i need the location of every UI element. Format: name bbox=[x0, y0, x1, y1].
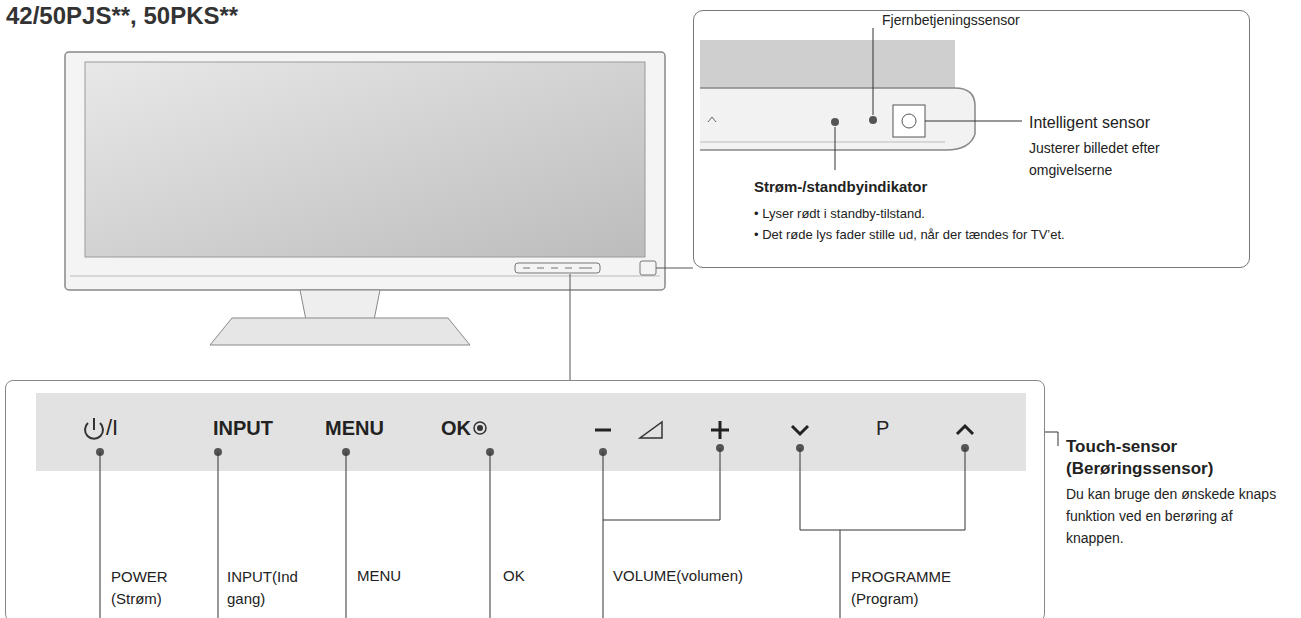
touch-button-strip: /I INPUT MENU OK P bbox=[36, 393, 1026, 471]
node-text: /I bbox=[106, 413, 118, 442]
leader-line bbox=[800, 448, 965, 530]
leader-line bbox=[603, 448, 720, 520]
node-text: Strøm-/standbyindikator bbox=[754, 177, 927, 197]
node-text: INPUT bbox=[213, 415, 273, 441]
zoom-screen bbox=[700, 40, 955, 88]
node-text: PROGRAMME (Program) bbox=[851, 566, 963, 610]
touch-sensor-note: Du kan bruge den ønskede knaps funktion … bbox=[1066, 483, 1292, 549]
chevron-up bbox=[957, 426, 973, 434]
node-text: • Lyser rødt i standby-tilstand. bbox=[754, 205, 925, 222]
leader-line bbox=[490, 452, 491, 618]
leader-line bbox=[840, 530, 841, 618]
leader-line bbox=[1045, 432, 1058, 446]
plus-symbol bbox=[719, 421, 722, 439]
leader-line bbox=[603, 452, 604, 618]
title: 42/50PJS**, 50PKS** bbox=[6, 2, 238, 30]
zoom-mark bbox=[708, 117, 716, 122]
volume-symbol bbox=[640, 422, 662, 438]
intelligent-sensor-lens bbox=[902, 114, 916, 128]
touch-sensor-heading: Touch-sensor (Berøringssensor) bbox=[1066, 436, 1236, 480]
button-leaders bbox=[100, 432, 1058, 618]
zoom-bezel bbox=[700, 88, 975, 150]
tv-bezel bbox=[65, 52, 665, 290]
node-text: Justerer billedet efter omgivelserne bbox=[1029, 137, 1207, 181]
mark bbox=[523, 268, 530, 269]
power-symbol bbox=[93, 418, 95, 430]
indicator-dot bbox=[831, 118, 839, 126]
node-text: MENU bbox=[357, 566, 401, 586]
mark bbox=[565, 268, 572, 269]
leader-line bbox=[835, 127, 836, 170]
leader-line bbox=[873, 28, 874, 115]
tv-screen bbox=[85, 62, 645, 257]
node-text: Intelligent sensor bbox=[1029, 112, 1150, 133]
tv-stand-neck bbox=[300, 290, 380, 320]
panel-leader bbox=[570, 274, 571, 380]
node-text: • Det røde lys fader stille ud, når der … bbox=[754, 226, 1065, 243]
intelligent-sensor bbox=[893, 105, 925, 137]
node-text: POWER (Strøm) bbox=[111, 566, 183, 610]
minus-symbol bbox=[595, 429, 611, 432]
leader-line bbox=[925, 121, 1022, 122]
button-dots bbox=[96, 444, 969, 456]
node-text: OK bbox=[503, 566, 525, 586]
node-text: Fjernbetjeningssensor bbox=[882, 11, 1020, 29]
control-panel-box: POWER (Strøm) INPUT(Ind gang) MENU OK VOLUME… bbox=[5, 380, 1045, 618]
tv-sensor-window bbox=[640, 261, 656, 275]
ok-symbol bbox=[477, 425, 483, 431]
mark bbox=[537, 268, 544, 269]
ok-symbol bbox=[474, 422, 486, 434]
zoom-leader bbox=[656, 268, 693, 269]
node-text: VOLUME(volumen) bbox=[613, 566, 743, 586]
node-text: P bbox=[876, 415, 889, 441]
bezel-line bbox=[70, 276, 660, 277]
node-text: OK bbox=[441, 415, 471, 441]
mark bbox=[579, 268, 592, 269]
tv-button-marks bbox=[523, 268, 592, 269]
node-text: MENU bbox=[325, 415, 384, 441]
leader-line bbox=[346, 452, 347, 618]
zoom-bezel-edge bbox=[700, 142, 945, 143]
leader-line bbox=[100, 452, 101, 618]
node-text: INPUT(Ind gang) bbox=[227, 566, 319, 610]
callout-box: FjernbetjeningssensorIntelligent sensorJ… bbox=[693, 10, 1250, 268]
leader-line bbox=[218, 452, 219, 618]
remote-sensor-dot bbox=[869, 116, 877, 124]
tv-stand-base bbox=[210, 318, 470, 345]
tv-button-row bbox=[515, 263, 600, 273]
chevron-down bbox=[792, 426, 808, 434]
strip-ground bbox=[36, 393, 1026, 471]
mark bbox=[551, 268, 558, 269]
